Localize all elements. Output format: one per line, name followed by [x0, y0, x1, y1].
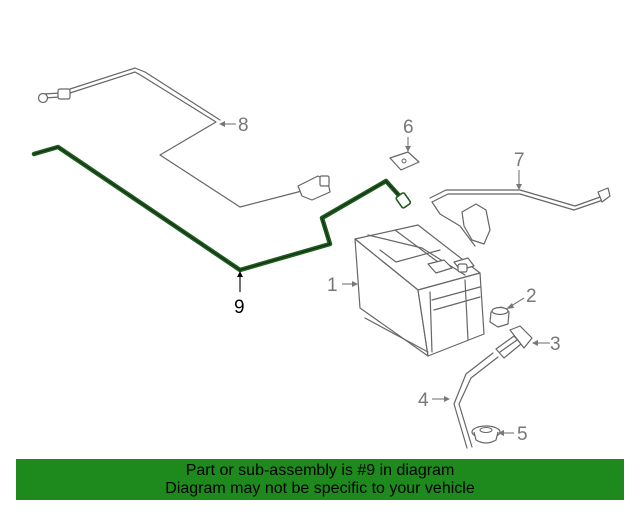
- callout-5: 5: [517, 424, 528, 445]
- part-2-cap[interactable]: [489, 306, 510, 328]
- callout-7: 7: [514, 150, 525, 171]
- banner-line-disclaimer: Diagram may not be specific to your vehi…: [165, 480, 475, 497]
- part-3-connector[interactable]: [495, 325, 533, 359]
- part-7-cable[interactable]: [429, 187, 611, 247]
- part-8-cable[interactable]: [37, 67, 331, 208]
- part-5-grommet[interactable]: [471, 425, 501, 444]
- part-1-battery[interactable]: [354, 224, 485, 357]
- part-9-cable[interactable]: [31, 144, 412, 273]
- part-4-hose[interactable]: [453, 352, 499, 449]
- callout-6: 6: [403, 117, 414, 138]
- banner-line-part: Part or sub-assembly is #9 in diagram: [185, 462, 455, 479]
- callout-3: 3: [550, 334, 561, 355]
- callout-2: 2: [526, 286, 537, 307]
- callout-4: 4: [418, 390, 429, 411]
- leader-lines: [219, 121, 550, 436]
- callout-8: 8: [238, 115, 249, 136]
- callout-1: 1: [327, 275, 338, 296]
- notice-banner: Part or sub-assembly is #9 in diagram Di…: [16, 459, 624, 500]
- callout-9: 9: [234, 297, 245, 318]
- part-6-bracket[interactable]: [389, 151, 420, 171]
- callout-labels: 1 2 3 4 5 6 7 8 9: [234, 115, 561, 445]
